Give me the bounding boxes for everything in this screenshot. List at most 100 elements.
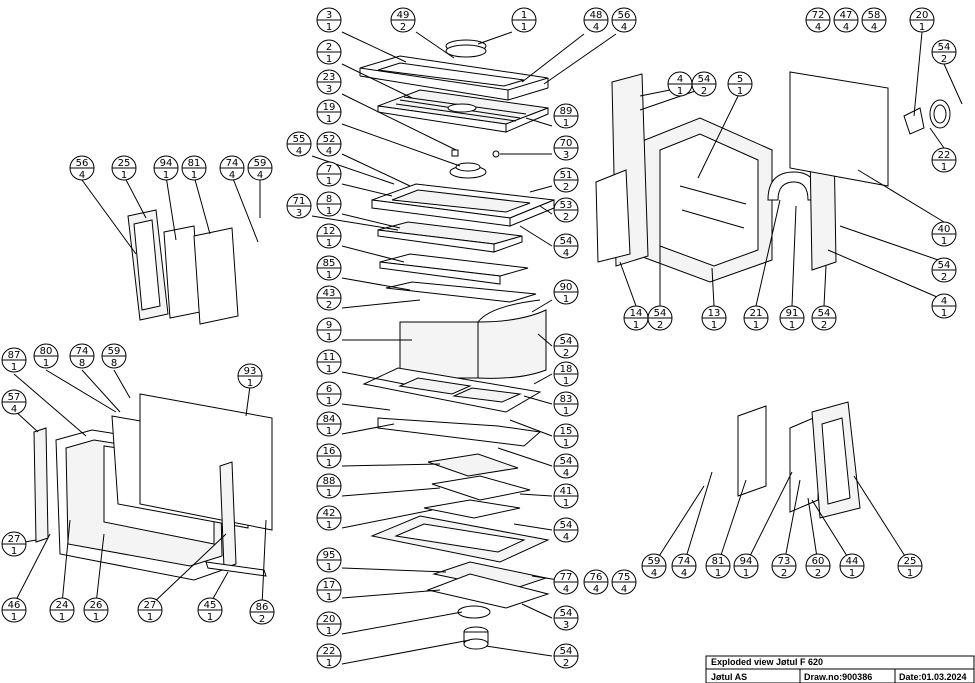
callout-balloon-b-77-4: 774 (553, 569, 579, 595)
callout-balloon-b-72-4: 724 (805, 7, 831, 33)
callout-balloon-b-41-1: 411 (553, 483, 579, 509)
callout-balloon-b-95-1: 951 (316, 547, 342, 573)
callout-balloon-b-19-1: 191 (316, 99, 342, 125)
gasket-right-part (789, 415, 819, 513)
part-number: 55 (293, 134, 306, 145)
heat-shield-part (767, 171, 819, 201)
callout-balloon-b-46-1: 461 (1, 597, 27, 623)
part-number: 76 (590, 572, 603, 583)
part-quantity: 2 (563, 348, 569, 359)
part-quantity: 1 (907, 568, 913, 579)
part-quantity: 1 (563, 294, 569, 305)
part-number: 77 (560, 572, 573, 583)
part-quantity: 4 (296, 146, 302, 157)
part-quantity: 1 (326, 426, 332, 437)
part-quantity: 2 (781, 568, 787, 579)
part-number: 81 (188, 158, 201, 169)
part-number: 57 (8, 392, 21, 403)
part-quantity: 2 (821, 320, 827, 331)
callout-balloon-b-17-1: 171 (316, 577, 342, 603)
callout-balloon-b-21-1: 211 (743, 305, 769, 331)
part-number: 8 (326, 194, 332, 205)
callout-balloon-b-59-4-l: 594 (247, 155, 273, 181)
part-quantity: 1 (677, 86, 683, 97)
part-quantity: 1 (326, 396, 332, 407)
leader-lines (13, 31, 963, 665)
bottom-collar-part (457, 605, 491, 619)
part-number: 87 (8, 350, 21, 361)
part-quantity: 1 (163, 170, 169, 181)
part-number: 53 (560, 200, 573, 211)
part-number: 88 (323, 476, 336, 487)
callout-balloon-b-2-1: 21 (316, 39, 342, 65)
part-number: 59 (108, 346, 121, 357)
drawing-date: Date:01.03.2024 (899, 672, 967, 682)
hinge-left-part (33, 427, 49, 543)
callout-balloon-b-54-2-a: 542 (553, 333, 579, 359)
callout-balloon-b-4-1-b: 41 (931, 293, 957, 319)
part-number: 54 (654, 308, 667, 319)
callout-balloon-b-27-1-a: 271 (1, 531, 27, 557)
part-number: 54 (560, 236, 573, 247)
callout-balloon-b-74-8: 748 (69, 343, 95, 369)
part-number: 27 (144, 600, 157, 611)
part-number: 22 (323, 646, 336, 657)
part-number: 13 (708, 308, 721, 319)
part-number: 90 (560, 282, 573, 293)
part-number: 84 (323, 414, 336, 425)
callout-balloon-b-24-1: 241 (49, 597, 75, 623)
part-number: 71 (293, 196, 306, 207)
part-number: 89 (560, 106, 573, 117)
part-number: 47 (840, 10, 853, 21)
callout-balloon-b-27-1-b: 271 (137, 597, 163, 623)
part-quantity: 4 (815, 22, 821, 33)
part-quantity: 1 (326, 658, 332, 669)
callout-balloon-b-85-1: 851 (316, 255, 342, 281)
callout-balloon-b-91-1: 911 (779, 305, 805, 331)
part-number: 70 (560, 138, 573, 149)
part-number: 56 (618, 10, 631, 21)
part-number: 16 (323, 446, 336, 457)
part-number: 52 (323, 134, 336, 145)
part-quantity: 8 (79, 358, 85, 369)
part-quantity: 2 (563, 658, 569, 669)
part-quantity: 1 (711, 320, 717, 331)
ash-lip-part (377, 417, 542, 447)
part-number: 4 (941, 296, 947, 307)
part-quantity: 1 (326, 364, 332, 375)
part-number: 6 (326, 384, 332, 395)
part-number: 25 (118, 158, 131, 169)
part-quantity: 2 (657, 320, 663, 331)
callout-balloon-b-81-1-r: 811 (705, 553, 731, 579)
callout-balloon-b-54-2-d: 542 (647, 305, 673, 331)
part-quantity: 4 (681, 568, 687, 579)
part-quantity: 4 (593, 22, 599, 33)
callout-balloon-b-60-2: 602 (805, 553, 831, 579)
part-quantity: 3 (326, 84, 332, 95)
part-number: 59 (648, 556, 661, 567)
part-number: 43 (323, 288, 336, 299)
callout-balloon-b-75-4: 754 (611, 569, 637, 595)
part-number: 9 (326, 320, 332, 331)
callout-balloon-b-54-3: 543 (553, 605, 579, 631)
callout-balloon-b-84-1: 841 (316, 411, 342, 437)
callout-balloon-b-1-1-top: 11 (511, 7, 537, 33)
part-quantity: 1 (147, 612, 153, 623)
part-number: 27 (8, 534, 21, 545)
part-quantity: 4 (593, 584, 599, 595)
callout-balloon-b-74-4-l: 744 (219, 155, 245, 181)
part-number: 54 (938, 260, 951, 271)
callout-balloon-b-47-4: 474 (833, 7, 859, 33)
part-quantity: 1 (121, 170, 127, 181)
callout-balloon-b-49-2: 492 (390, 7, 416, 33)
part-quantity: 2 (326, 300, 332, 311)
callout-balloon-b-15-1: 151 (553, 423, 579, 449)
callout-balloon-b-8-1: 81 (316, 191, 342, 217)
part-quantity: 4 (79, 170, 85, 181)
part-number: 26 (90, 600, 103, 611)
part-quantity: 1 (11, 612, 17, 623)
part-number: 94 (740, 556, 753, 567)
part-quantity: 1 (789, 320, 795, 331)
part-quantity: 4 (563, 584, 569, 595)
